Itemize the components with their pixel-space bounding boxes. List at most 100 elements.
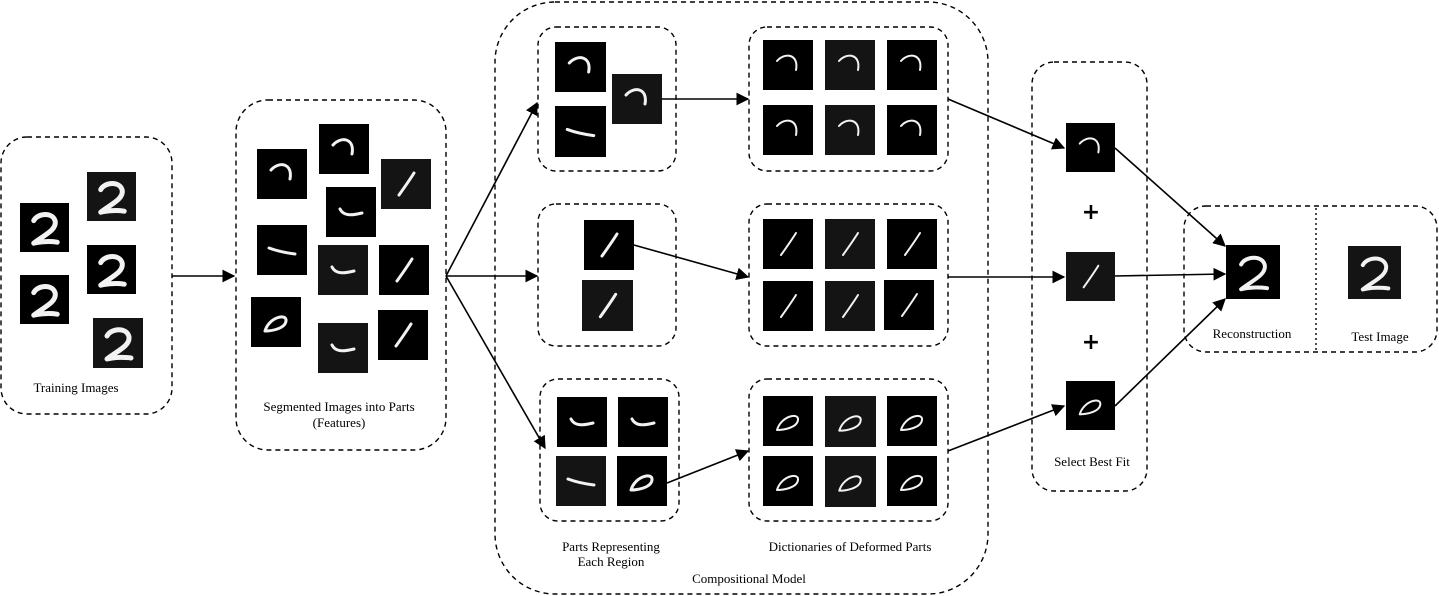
image-tile xyxy=(251,297,301,347)
digit-two-glyph xyxy=(1239,255,1270,292)
tile-background xyxy=(887,105,937,155)
plus-sign-top: + xyxy=(1082,200,1100,225)
image-tile xyxy=(825,456,876,507)
image-tile xyxy=(825,281,875,331)
hook-stroke-glyph xyxy=(567,56,591,74)
image-tile xyxy=(763,396,813,446)
hook-stroke-glyph xyxy=(269,163,292,181)
tile-background xyxy=(887,396,937,446)
image-tile xyxy=(887,105,937,155)
parts-label-line2: Each Region xyxy=(578,554,645,569)
image-tile xyxy=(887,396,937,446)
reconstruction-label: Reconstruction xyxy=(1213,326,1292,341)
compositional-model-box xyxy=(494,1,989,595)
image-tile xyxy=(1066,252,1115,301)
loop-stroke-glyph xyxy=(263,315,288,333)
image-tile xyxy=(1066,381,1115,430)
tile-background xyxy=(825,456,876,507)
tile-background xyxy=(318,323,368,373)
segmented-label-line1: Segmented Images into Parts xyxy=(263,399,414,414)
image-tile xyxy=(763,40,813,90)
tile-background xyxy=(555,106,606,157)
arrow-parts-to-dictionary-middle xyxy=(633,244,750,281)
tile-background xyxy=(87,245,136,294)
hook-stroke-glyph xyxy=(838,119,860,136)
curve-stroke-glyph xyxy=(330,343,356,353)
segmented-parts-box xyxy=(235,99,447,451)
slash-stroke-glyph xyxy=(901,293,918,317)
digit-two-glyph xyxy=(98,181,127,215)
image-tile xyxy=(1066,123,1115,172)
image-tile xyxy=(887,219,937,269)
tile-background xyxy=(825,40,875,90)
select-best-fit-label: Select Best Fit xyxy=(1054,454,1130,469)
image-tile xyxy=(612,74,662,124)
slash-stroke-glyph xyxy=(842,232,859,256)
image-tile xyxy=(825,40,875,90)
slash-stroke-glyph xyxy=(397,171,416,197)
image-tile xyxy=(584,220,634,270)
curve-stroke-glyph xyxy=(267,246,297,256)
loop-stroke-glyph xyxy=(838,415,862,432)
curve-stroke-glyph xyxy=(330,265,356,275)
tile-background xyxy=(618,397,668,447)
tile-background xyxy=(1348,246,1401,299)
image-tile xyxy=(378,310,428,360)
slash-stroke-glyph xyxy=(600,232,619,258)
hook-stroke-glyph xyxy=(838,54,860,71)
loop-stroke-glyph xyxy=(900,414,923,431)
loop-stroke-glyph xyxy=(776,414,799,431)
image-tile xyxy=(87,245,136,294)
loop-stroke-glyph xyxy=(776,474,799,491)
loop-stroke-glyph xyxy=(900,474,923,491)
curve-stroke-glyph xyxy=(566,477,596,487)
tile-background xyxy=(763,105,813,155)
image-tile xyxy=(555,42,606,92)
image-tile xyxy=(318,323,368,373)
arrow-dictionary-top-to-fit xyxy=(947,98,1066,150)
slash-stroke-glyph xyxy=(394,322,413,348)
test-image-label: Test Image xyxy=(1351,329,1408,344)
digit-two-glyph xyxy=(98,254,127,288)
image-tile xyxy=(20,203,69,252)
parts-label-line1: Parts Representing xyxy=(562,539,660,554)
image-tile xyxy=(618,397,668,447)
image-tile xyxy=(257,149,307,199)
image-tile xyxy=(763,219,813,269)
image-tile xyxy=(318,245,368,295)
arrow-fit-bottom-to-reconstruction xyxy=(1114,298,1226,407)
digit-two-glyph xyxy=(31,212,60,246)
curve-stroke-glyph xyxy=(630,417,656,427)
image-tile xyxy=(87,172,136,221)
tile-background xyxy=(887,40,937,90)
image-tile xyxy=(617,456,667,506)
curve-stroke-glyph xyxy=(338,207,364,217)
tile-background xyxy=(257,149,307,199)
hook-stroke-glyph xyxy=(900,54,922,71)
image-tile xyxy=(93,318,143,368)
parts-region-box-bottom xyxy=(539,378,680,522)
tile-background xyxy=(93,318,143,368)
tile-background xyxy=(825,396,876,447)
tile-background xyxy=(20,275,69,324)
digit-two-glyph xyxy=(31,284,60,318)
tile-background xyxy=(825,105,875,155)
tile-background xyxy=(257,225,307,275)
hook-stroke-glyph xyxy=(900,119,922,136)
compositional-model-label: Compositional Model xyxy=(692,571,806,586)
hook-stroke-glyph xyxy=(1078,137,1100,154)
tile-background xyxy=(557,397,607,447)
segmented-label-line2: (Features) xyxy=(313,415,366,430)
tile-background xyxy=(1066,123,1115,172)
arrow-segmented-to-bottom xyxy=(445,275,546,450)
image-tile xyxy=(1226,245,1280,299)
tile-background xyxy=(318,245,368,295)
image-tile xyxy=(887,40,937,90)
image-tile xyxy=(1348,246,1401,299)
loop-stroke-glyph xyxy=(838,475,862,492)
arrow-segmented-to-top xyxy=(445,101,538,277)
slash-stroke-glyph xyxy=(598,292,618,319)
image-tile xyxy=(556,456,606,506)
training-images-label: Training Images xyxy=(33,380,118,395)
plus-sign-bottom: + xyxy=(1082,330,1100,355)
